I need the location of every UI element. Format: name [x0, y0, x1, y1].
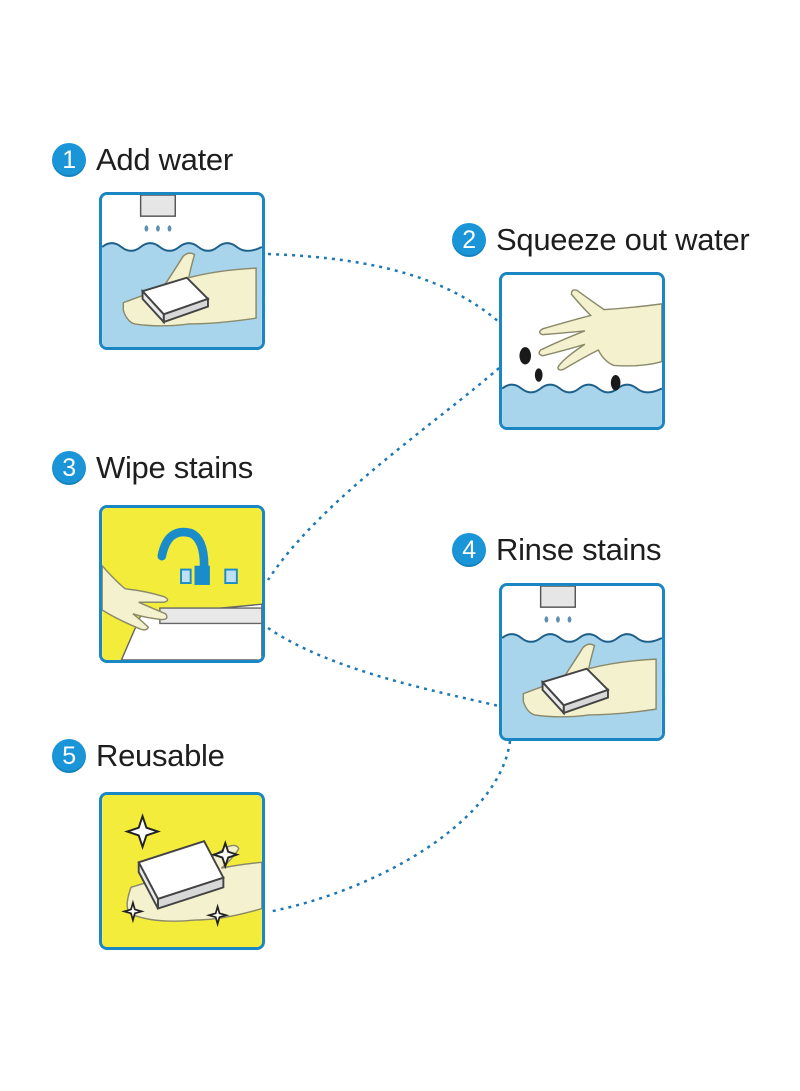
- step-2-panel: [499, 272, 665, 430]
- step-5-panel: [99, 792, 265, 950]
- step-title: Rinse stains: [496, 532, 662, 567]
- step-number-badge: 5: [52, 739, 86, 773]
- step-3-panel: [99, 505, 265, 663]
- step-4-label: 4 Rinse stains: [452, 532, 662, 568]
- wipe-faucet-icon: [102, 508, 262, 660]
- step-number-badge: 3: [52, 451, 86, 485]
- step-number-badge: 1: [52, 143, 86, 177]
- step-2-label: 2 Squeeze out water: [452, 222, 750, 258]
- step-1-label: 1 Add water: [52, 142, 233, 178]
- step-3-label: 3 Wipe stains: [52, 450, 253, 486]
- step-4-panel: [499, 583, 665, 741]
- step-5-label: 5 Reusable: [52, 738, 225, 774]
- step-number-badge: 2: [452, 223, 486, 257]
- step-number-badge: 4: [452, 533, 486, 567]
- step-1-panel: [99, 192, 265, 350]
- rinse-sponge-icon: [502, 586, 662, 738]
- hand-sponge-water-icon: [102, 195, 262, 347]
- step-title: Squeeze out water: [496, 222, 750, 257]
- step-title: Reusable: [96, 738, 225, 773]
- step-title: Wipe stains: [96, 450, 253, 485]
- sparkle-sponge-icon: [102, 795, 262, 947]
- squeeze-hand-icon: [502, 275, 662, 427]
- step-title: Add water: [96, 142, 233, 177]
